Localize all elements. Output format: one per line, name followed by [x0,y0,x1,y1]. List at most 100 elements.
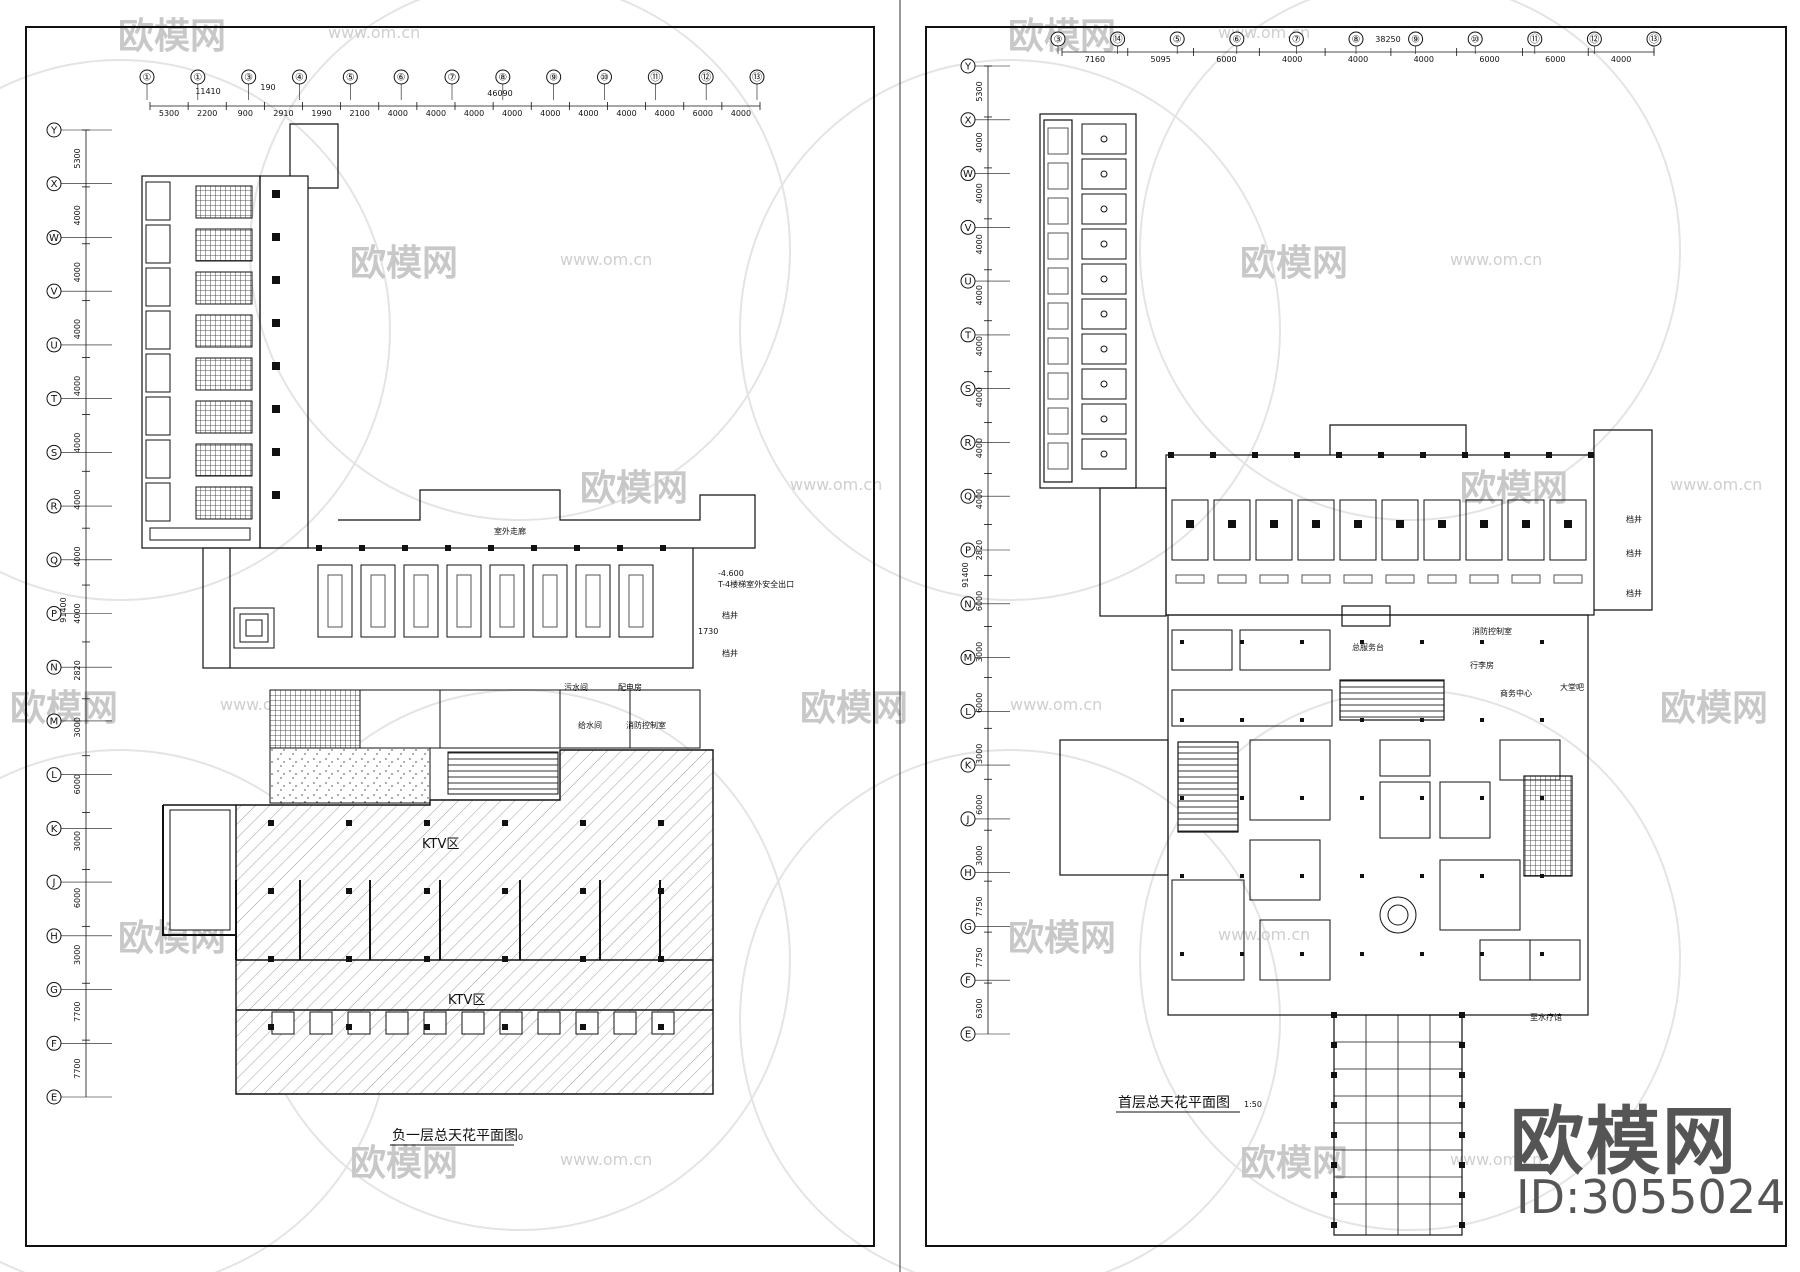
room-ceiling [403,564,439,638]
dimension-value: 4000 [73,603,82,623]
grid-label: G [50,985,58,996]
guestroom-bath [145,396,171,436]
dimension-value: 4000 [1282,55,1302,64]
ceiling-fixture [1540,952,1544,956]
watermark-url: www.om.cn [1450,1150,1542,1169]
ceiling-light [1100,275,1108,283]
ceiling-light [1100,205,1108,213]
column [580,1024,586,1030]
guestroom-ceiling [195,357,253,391]
note-shaft-r1: 档井 [1626,514,1642,524]
grid-label: ⑤ [346,73,355,84]
watermark-brand: 欧模网 [1460,468,1568,509]
room-ceiling [446,564,482,638]
guestroom-bath [1047,232,1069,260]
dimension-value: 6000 [975,591,984,611]
grid-label: ⑬ [1649,34,1659,46]
left-title-scale: 0 [518,1133,523,1142]
dimension-value: 4000 [975,132,984,152]
room-ceiling [1479,939,1531,981]
guestroom-ceiling [1081,193,1127,225]
ceiling-fixture [1300,718,1304,722]
watermark-arc [1139,0,1681,521]
guestroom-ceiling [195,486,253,520]
left-ktv-partitions [235,820,713,1035]
ceiling-fixture [1300,874,1304,878]
guestroom-ceiling [1465,499,1503,561]
dimension-value: 4000 [73,376,82,396]
corridor-strip [149,527,251,541]
dimension-value: 4000 [1611,55,1631,64]
watermark-brand: 欧模网 [580,468,688,509]
light-trough [1259,574,1289,584]
grid-label: W [49,233,59,244]
guestroom-bath [1047,267,1069,295]
column [617,545,623,551]
right-lobby-block [1059,605,1589,1016]
column [346,1024,352,1030]
column [658,1024,664,1030]
ceiling-fixture [1420,640,1424,644]
dimension-value: 2200 [197,109,217,118]
column [272,405,280,413]
watermark-brand: 欧模网 [1660,688,1768,729]
column [272,190,280,198]
column [1331,1192,1337,1198]
column [272,233,280,241]
dimension-value: 6000 [975,693,984,713]
watermark-arc [0,59,391,601]
left-title-text: 负一层总天花平面图 [392,1128,518,1144]
grid-label: U [964,277,971,288]
dimension-value: 4000 [426,109,446,118]
ceiling-fixture [1228,520,1236,528]
room-ceiling [1171,879,1245,981]
dimension-value: 4000 [975,285,984,305]
guestroom-ceiling [1507,499,1545,561]
grid-label: F [51,1039,57,1050]
ceiling-fixture [1180,796,1184,800]
dimension-value: 4000 [975,438,984,458]
column [580,956,586,962]
right-canopy-grid [1331,1012,1465,1235]
guestroom-ceiling [1339,499,1377,561]
guestroom-ceiling [195,314,253,348]
room-ceiling [360,564,396,638]
dimension-total: 46090 [487,89,512,98]
guestroom-bath [145,224,171,264]
note-shaft-r3: 档井 [1626,588,1642,598]
watermark-brand: 欧模网 [800,688,908,729]
column [488,545,494,551]
ktv-booth [423,1011,447,1035]
dimension-value: 3000 [975,744,984,764]
grid-label: ⑦ [1292,35,1301,46]
guestroom-ceiling [1081,158,1127,190]
column [1459,1132,1465,1138]
grid-label: ③ [1054,35,1063,46]
watermark-brand: 欧模网 [118,16,226,57]
column [1459,1042,1465,1048]
guestroom-ceiling [1081,123,1127,155]
dimension-value: 6000 [1479,55,1499,64]
left-sheet-frame [25,26,875,1247]
guestroom-ceiling [1381,499,1419,561]
column [424,888,430,894]
dimension-small: 190 [260,83,275,92]
ceiling-fixture [1180,640,1184,644]
dimension-value: 4000 [73,205,82,225]
guestroom-bath [1047,407,1069,435]
column [1331,1162,1337,1168]
grid-label: ⑪ [650,72,660,84]
left-ktv-zone [162,749,714,1095]
grid-label: T [50,394,58,405]
guestroom-bath [145,181,171,221]
grid-label: M [50,716,59,727]
left-middle-rooms [316,545,666,638]
ceiling-fixture [1360,952,1364,956]
dimension-value: 7700 [73,1058,82,1078]
guestroom-ceiling [1081,438,1127,470]
column [1459,1012,1465,1018]
guestroom-bath [1047,442,1069,470]
